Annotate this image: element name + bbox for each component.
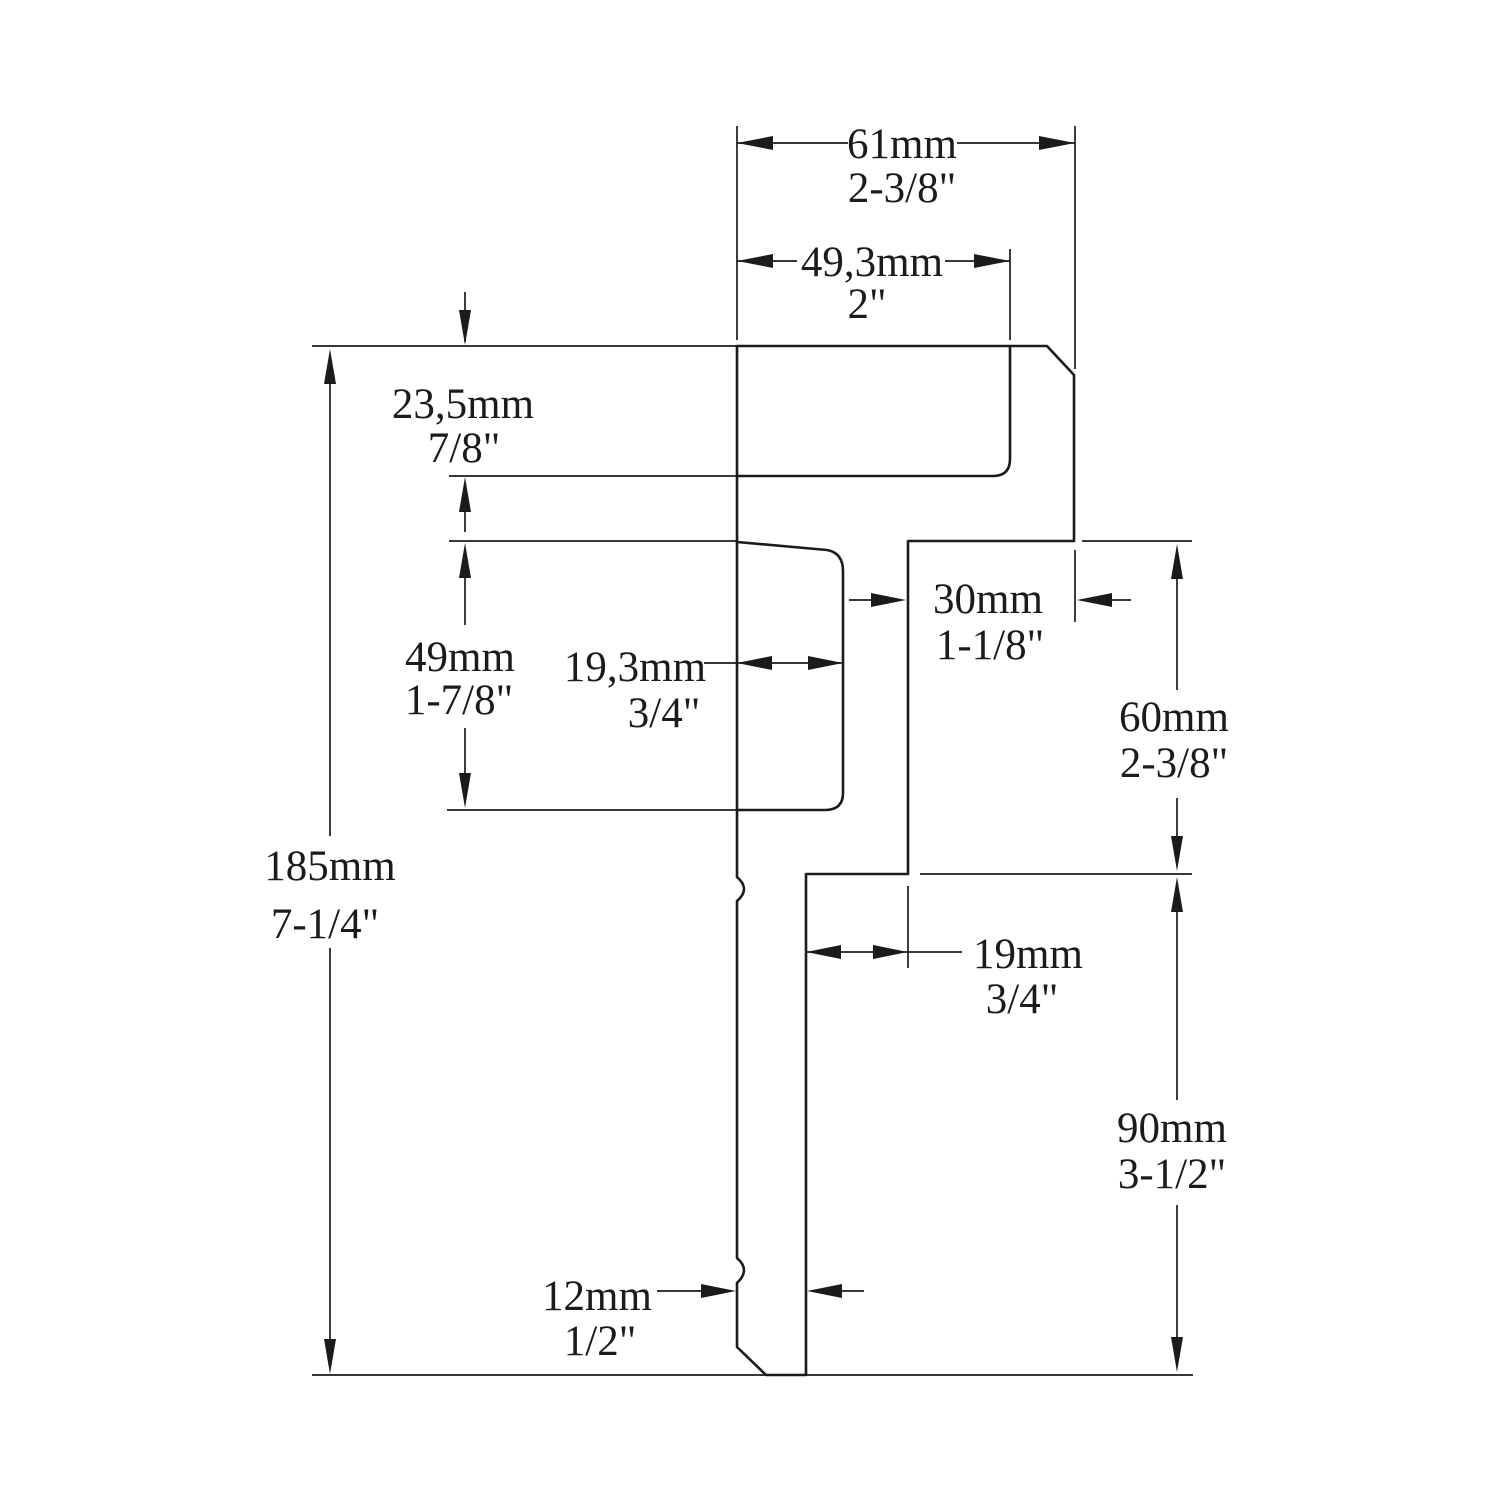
dim-label-imperial: 7-1/4": [271, 901, 379, 948]
dim-label-metric: 49mm: [405, 634, 515, 681]
dim-stop-depth: 19,3mm 3/4": [564, 644, 843, 737]
dim-rebate-width: 49,3mm 2": [737, 239, 1010, 328]
arrowhead-left: [807, 1284, 842, 1298]
dim-label-imperial: 3-1/2": [1118, 1151, 1226, 1198]
dim-label-metric: 19mm: [973, 931, 1083, 978]
dim-label-metric: 185mm: [264, 843, 395, 890]
dim-panel-thickness: 12mm 1/2": [542, 1273, 864, 1365]
dim-stop-height: 49mm 1-7/8": [405, 543, 515, 808]
dim-label-imperial: 3/4": [986, 976, 1059, 1023]
dim-label-imperial: 2-3/8": [1120, 740, 1228, 787]
dim-label-imperial: 2": [847, 281, 886, 328]
dim-overall-width: 61mm 2-3/8": [737, 121, 1075, 212]
profile-main-outline: [735, 344, 1076, 1377]
dim-step-depth: 19mm 3/4": [806, 931, 1083, 1023]
dim-lower-section-height: 90mm 3-1/2": [1117, 877, 1227, 1372]
dim-label-imperial: 1/2": [564, 1318, 637, 1365]
dim-head-thickness: 23,5mm 7/8": [392, 292, 534, 532]
arrowhead-up: [459, 543, 471, 578]
profile-outline: [735, 344, 1076, 1377]
arrowhead-right: [701, 1284, 736, 1298]
arrowhead-left: [806, 945, 841, 959]
arrowhead-right: [974, 254, 1010, 268]
arrowhead-down: [459, 310, 471, 345]
arrowhead-down: [324, 1339, 336, 1374]
arrowhead-right: [871, 593, 906, 607]
profile-stop-bead: [735, 540, 845, 812]
arrowhead-left: [737, 136, 773, 150]
dim-label-imperial: 2-3/8": [848, 165, 956, 212]
arrowhead-right: [1039, 136, 1075, 150]
dim-overall-height: 185mm 7-1/4": [264, 349, 396, 1374]
arrowhead-down: [1171, 836, 1183, 871]
profile-rebate-joint-line: [735, 345, 1012, 478]
arrowhead-left: [1077, 593, 1112, 607]
dim-label-imperial: 3/4": [628, 690, 701, 737]
dim-label-imperial: 1-1/8": [936, 622, 1044, 669]
arrowhead-left: [737, 656, 772, 670]
dim-label-imperial: 7/8": [428, 425, 501, 472]
extension-lines: [312, 126, 1193, 1376]
arrowhead-down: [459, 773, 471, 808]
arrowhead-up: [459, 477, 471, 512]
dim-label-metric: 19,3mm: [564, 644, 706, 691]
dim-frame-depth: 30mm 1-1/8": [849, 576, 1131, 669]
arrowhead-right: [873, 945, 908, 959]
arrowhead-right: [808, 656, 843, 670]
dim-label-metric: 90mm: [1117, 1105, 1227, 1152]
arrowhead-up: [1171, 544, 1183, 579]
arrowhead-down: [1171, 1337, 1183, 1372]
dim-upper-section-height: 60mm 2-3/8": [1119, 544, 1229, 871]
arrowhead-left: [737, 254, 773, 268]
dim-label-metric: 49,3mm: [801, 239, 943, 286]
dim-label-metric: 61mm: [847, 121, 957, 168]
dim-label-metric: 23,5mm: [392, 381, 534, 428]
dim-label-metric: 60mm: [1119, 694, 1229, 741]
arrowhead-up: [324, 349, 336, 384]
dim-label-imperial: 1-7/8": [405, 677, 513, 724]
arrowhead-up: [1171, 877, 1183, 912]
dim-label-metric: 30mm: [933, 576, 1043, 623]
dim-label-metric: 12mm: [542, 1273, 652, 1320]
